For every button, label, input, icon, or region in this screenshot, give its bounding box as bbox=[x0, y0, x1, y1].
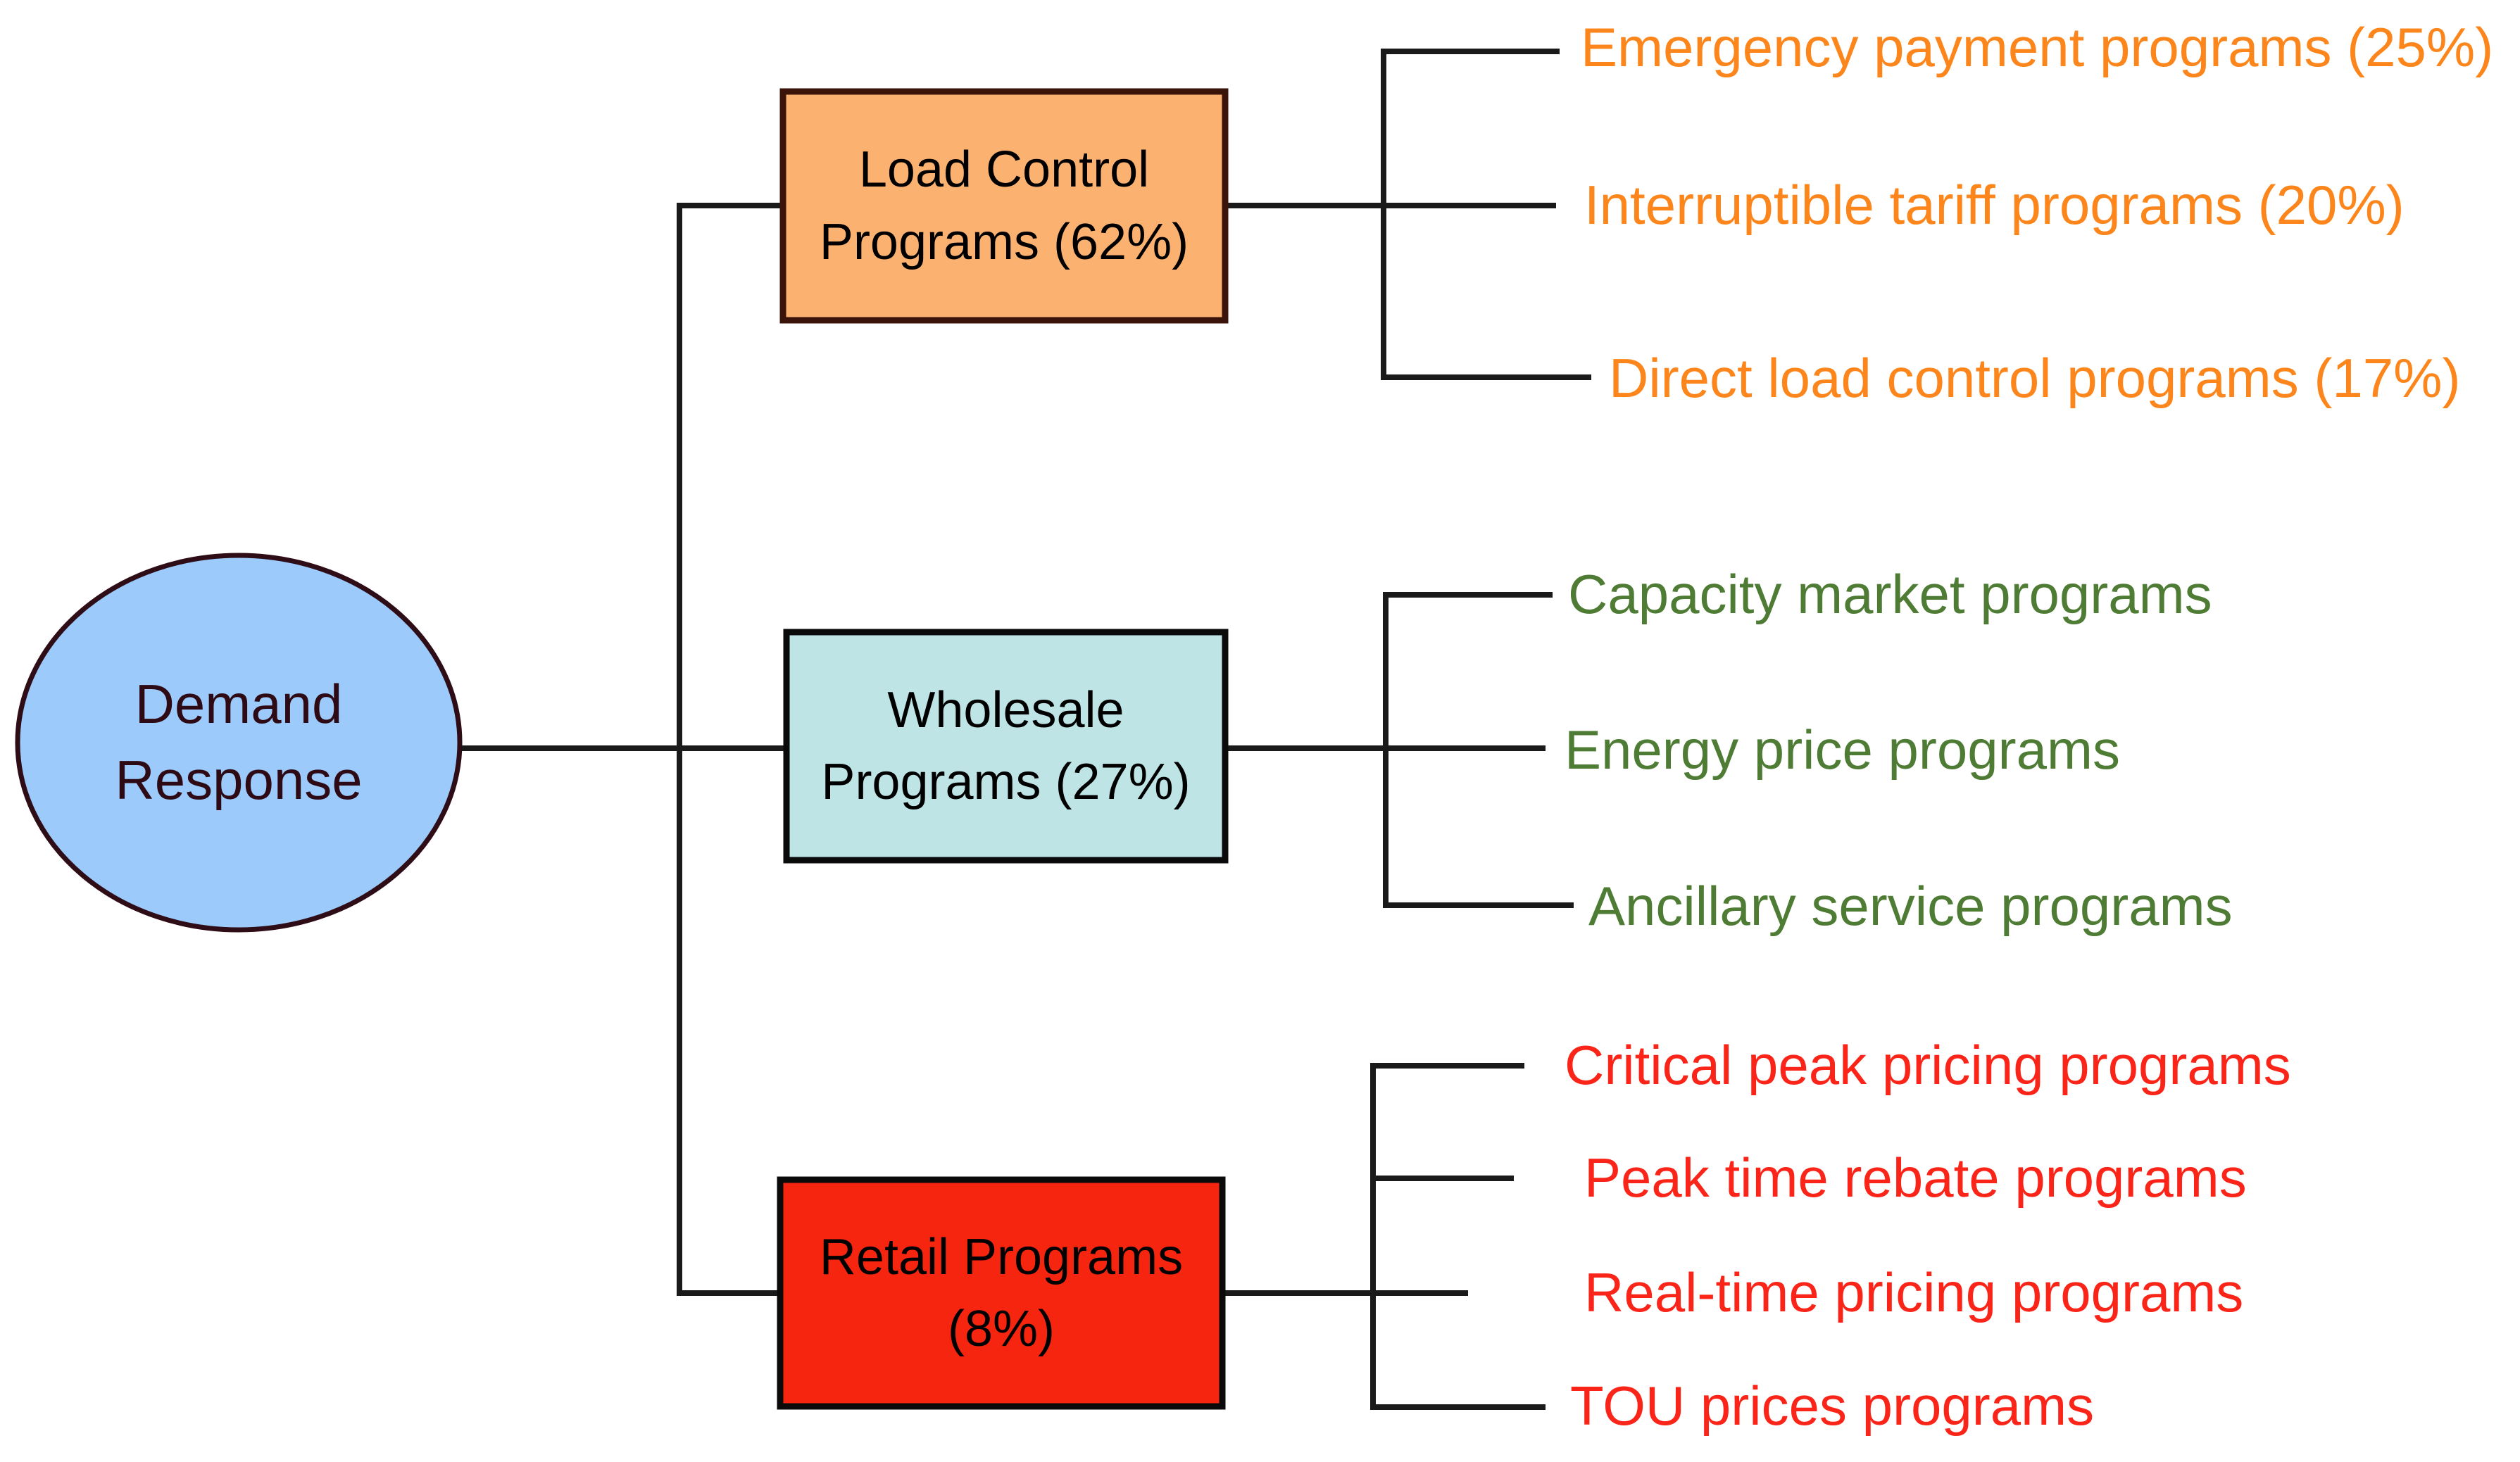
leaf-energy-price: Energy price programs bbox=[1565, 719, 2120, 781]
leaf-real-time-pricing: Real-time pricing programs bbox=[1584, 1261, 2244, 1324]
leaf-emergency-payment: Emergency payment programs (25%) bbox=[1581, 16, 2494, 79]
load-control-box bbox=[779, 88, 1229, 324]
leaf-ancillary-service: Ancillary service programs bbox=[1588, 875, 2233, 938]
leaf-critical-peak-pricing: Critical peak pricing programs bbox=[1565, 1034, 2291, 1097]
load-control-bracket bbox=[1381, 49, 1591, 380]
retail-box bbox=[777, 1176, 1226, 1410]
wholesale-bracket bbox=[1383, 592, 1574, 908]
leaf-peak-time-rebate: Peak time rebate programs bbox=[1584, 1147, 2247, 1209]
leaf-tou-prices: TOU prices programs bbox=[1570, 1375, 2095, 1437]
root-node-label: Demand Response bbox=[115, 673, 363, 811]
retail-bracket bbox=[1370, 1063, 1546, 1410]
wholesale-box-label: Wholesale Programs (27%) bbox=[821, 681, 1191, 810]
root-node-ellipse bbox=[15, 553, 463, 933]
leaf-direct-load-control: Direct load control programs (17%) bbox=[1609, 347, 2461, 410]
load-control-box-label: Load Control Programs (62%) bbox=[819, 141, 1189, 270]
retail-box-label: Retail Programs (8%) bbox=[819, 1228, 1184, 1357]
leaf-capacity-market: Capacity market programs bbox=[1568, 563, 2212, 626]
leaf-interruptible-tariff: Interruptible tariff programs (20%) bbox=[1584, 174, 2405, 237]
trunk-vertical-line bbox=[677, 203, 783, 1296]
wholesale-box bbox=[783, 629, 1229, 864]
